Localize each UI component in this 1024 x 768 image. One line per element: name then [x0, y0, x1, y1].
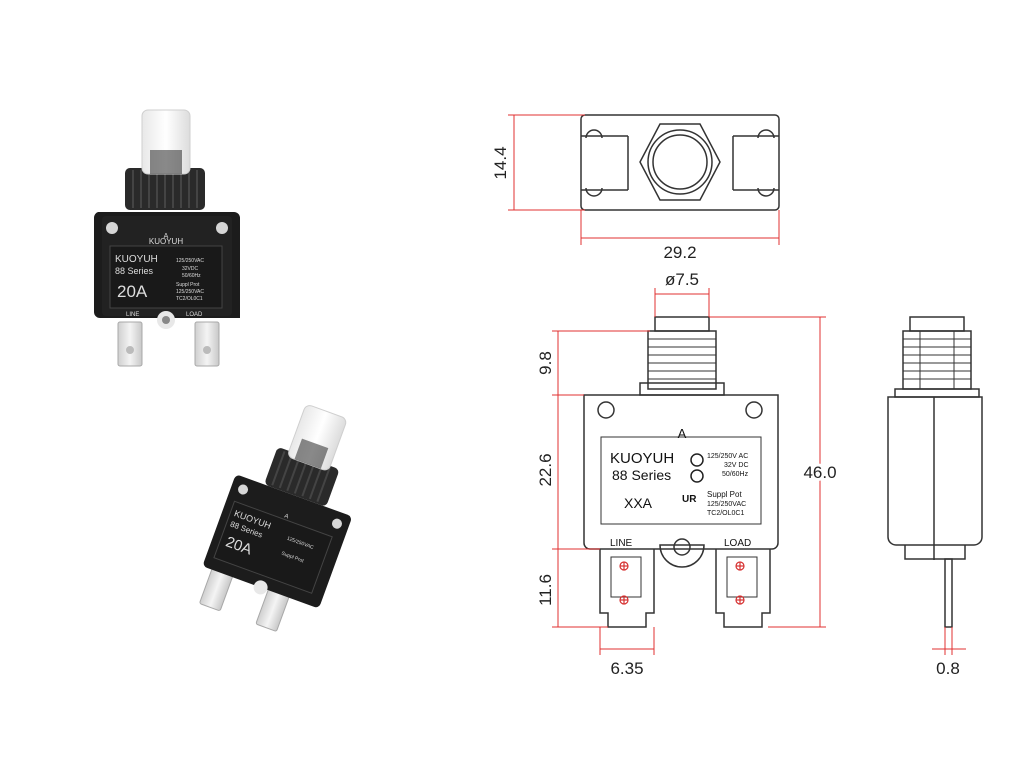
front-spec4: 125/250VAC	[707, 501, 746, 508]
dim-terminal-thickness: 0.8	[936, 659, 960, 678]
dim-total-height: 46.0	[803, 463, 836, 482]
breaker-photo-angled: A KUOYUH 88 Series 20A 125/250VAC Suppl …	[199, 405, 351, 632]
front-series: 88 Series	[612, 467, 671, 483]
front-a-mark: A	[678, 426, 687, 441]
front-line-label: LINE	[610, 538, 633, 549]
front-brand: KUOYUH	[610, 450, 674, 467]
front-spec3: 50/60Hz	[722, 471, 749, 478]
photo-spec4: Suppl Prot	[176, 282, 200, 288]
front-spec1: 125/250V AC	[707, 453, 748, 460]
photo-brand: KUOYUH	[115, 254, 158, 265]
front-model: XXA	[624, 495, 653, 511]
photo-rating: 20A	[117, 282, 148, 301]
front-view-dimensions	[552, 288, 826, 655]
photo-line: LINE	[126, 312, 139, 318]
dim-body-height: 22.6	[536, 453, 555, 486]
ul-marks	[690, 453, 704, 483]
photo-spec1: 125/250VAC	[176, 258, 204, 264]
dim-button-dia: ø7.5	[665, 270, 699, 289]
photo-load: LOAD	[186, 312, 203, 318]
dim-button-height: 9.8	[536, 351, 555, 375]
dim-terminal-width: 6.35	[610, 659, 643, 678]
breaker-photo-front: A KUOYUH KUOYUH 88 Series 20A 125/250VAC…	[93, 109, 240, 367]
side-view-drawing	[887, 316, 983, 628]
front-view-drawing	[583, 316, 779, 628]
front-suppl: Suppl Pot	[707, 490, 742, 499]
photo-series: 88 Series	[115, 266, 154, 276]
load-terminal	[194, 321, 220, 367]
photo-spec3: 50/60Hz	[182, 273, 201, 279]
front-ur-mark: UR	[682, 494, 697, 505]
front-spec2: 32V DC	[724, 462, 749, 469]
side-view-dimensions	[932, 627, 966, 655]
photo-spec6: TC2/OL0C1	[176, 296, 203, 302]
front-load-label: LOAD	[724, 538, 751, 549]
dim-height-top: 14.4	[491, 146, 510, 179]
dim-width-top: 29.2	[663, 243, 696, 262]
terminal-marks	[619, 561, 745, 605]
front-spec5: TC2/OL0C1	[707, 510, 744, 517]
top-view-drawing	[580, 114, 780, 211]
dim-terminal-height: 11.6	[536, 574, 555, 606]
photo-spec5: 125/250VAC	[176, 289, 204, 295]
top-view-dimensions	[508, 114, 780, 245]
line-terminal	[117, 321, 143, 367]
photo2-a-mark: A	[283, 513, 289, 520]
photo-a-mark: A	[164, 233, 169, 240]
photo-brand-top: KUOYUH	[149, 237, 183, 246]
photo-spec2: 32VDC	[182, 266, 199, 272]
